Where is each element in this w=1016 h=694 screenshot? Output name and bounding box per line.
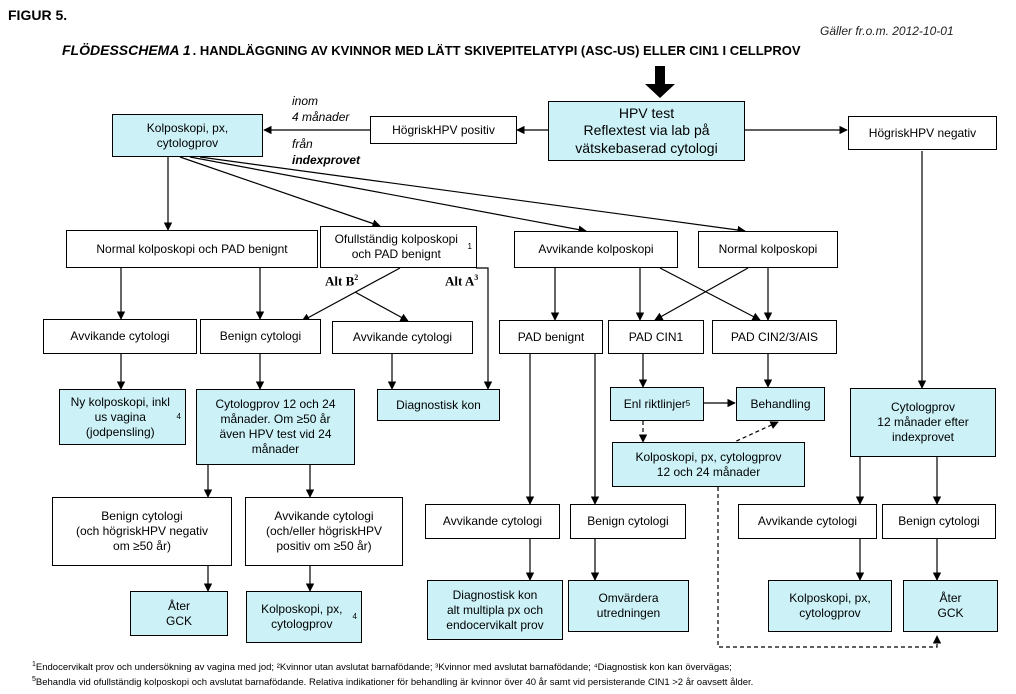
avvikande-kolposkopi-box: Avvikande kolposkopi [514,231,678,268]
omvardera-box: Omvärdera utredningen [568,580,689,632]
ater-gck-box-2: Åter GCK [903,580,998,632]
edge-kolpo-to-ofullstandig [179,156,381,228]
alt-b-text: Alt B [325,273,355,289]
ny-kolposkopi-label: Ny kolposkopi, inkl us vagina (jodpensli… [70,394,170,439]
entry-arrow [645,66,675,98]
note-inom-line2: 4 månader [292,109,350,124]
pad-cin2-box: PAD CIN2/3/AIS [712,320,837,354]
alt-b-label: Alt B2 [325,273,358,289]
figure-label: FIGUR 5. [8,7,68,23]
benign-cytologi-box-1: Benign cytologi [200,319,321,354]
edge-dashed-kolpo12-to-behandling [729,421,779,445]
behandling-box: Behandling [736,387,825,421]
footnote-1-text: Endocervikalt prov och undersökning av v… [35,662,732,674]
enl-riktlinjer-label: Enl riktlinjer [623,396,686,411]
ofullstandig-kolposkopi-box: Ofullständig kolposkopi och PAD benignt 1 [320,226,477,268]
footnote-line-1: 1Endocervikalt prov och undersökning av … [32,661,732,674]
edge-avvikande-kolpo-to-cin2 [659,267,761,321]
kolposkopi-bottom-box-2: Kolposkopi, px, cytologprov [768,580,892,632]
kolposkopi-12-24-box: Kolposkopi, px, cytologprov 12 och 24 må… [612,442,805,487]
footnote-2-sup: 5 [32,676,36,683]
edge-kolpo-to-avvikande-kolpo [189,156,587,234]
ater-gck-box-1: Åter GCK [130,591,228,636]
kolposkopi-bottom-1-label: Kolposkopi, px, cytologprov [261,602,343,631]
cytologprov-12-efter-box: Cytologprov 12 månader efter indexprovet [850,388,996,457]
avvikande-cytologi-box-1: Avvikande cytologi [43,319,197,354]
footnote-1-sup: 1 [32,661,36,668]
hpv-negative-box: HögriskHPV negativ [848,116,997,150]
note-indexprovet: indexprovet [292,152,361,167]
hpv-positive-box: HögriskHPV positiv [370,116,517,144]
edge-dashed-kolpo12-to-ater [717,487,942,648]
hpv-test-box: HPV test Reflextest via lab på vätskebas… [548,101,745,161]
flowchart-title-prefix: FLÖDESSCHEMA 1 [62,42,191,58]
pad-benignt-box: PAD benignt [499,320,603,354]
alt-a-sup: 3 [474,273,479,282]
edge-ofullstandig-alt-a [476,267,493,390]
footnote-2-text: Behandla vid ofullständig kolposkopi och… [35,677,754,689]
avvikande-cytologi-box-3: Avvikande cytologi [425,504,560,539]
note-inom-line1: inom [292,94,319,108]
kolposkopi-top-box: Kolposkopi, px, cytologprov [112,114,263,157]
diagnostisk-kon-box: Diagnostisk kon [377,389,500,421]
pad-cin1-box: PAD CIN1 [608,320,704,354]
alt-a-text: Alt A [445,273,475,289]
normal-kolposkopi-pad-box: Normal kolposkopi och PAD benignt [66,230,318,268]
ny-kolposkopi-box: Ny kolposkopi, inkl us vagina (jodpensli… [59,389,186,445]
edge-normal-kolpo-to-cin1 [654,267,749,321]
alt-a-label: Alt A3 [445,273,478,289]
avvikande-cytologi-hpv-pos-box: Avvikande cytologi (och/eller högriskHPV… [245,497,403,566]
flowchart-title-text: . HANDLÄGGNING AV KVINNOR MED LÄTT SKIVE… [192,43,801,58]
avvikande-cytologi-box-4: Avvikande cytologi [738,504,877,539]
avvikande-cytologi-box-2: Avvikande cytologi [332,321,473,354]
cytologprov-12-24-box: Cytologprov 12 och 24 månader. Om ≥50 år… [196,389,355,465]
benign-cytologi-box-3: Benign cytologi [570,504,686,539]
alt-b-sup: 2 [354,273,359,282]
valid-from-date: Gäller fr.o.m. 2012-10-01 [820,24,954,38]
benign-cytologi-box-4: Benign cytologi [882,504,996,539]
normal-kolposkopi-box: Normal kolposkopi [698,231,838,268]
edge-ofullstandig-alt-b [301,267,401,322]
flowchart-title: FLÖDESSCHEMA 1. HANDLÄGGNING AV KVINNOR … [62,42,801,58]
edge-kolpo-to-normal-kolpo [199,156,746,235]
ofullstandig-label: Ofullständig kolposkopi och PAD benignt [334,232,458,261]
edge-alt-b-avvikande [354,291,409,322]
diagnostisk-kon-multipla-box: Diagnostisk kon alt multipla px och endo… [427,580,563,640]
note-fran-word: från [292,137,313,151]
enl-riktlinjer-sup: 5 [685,399,691,408]
ny-kolposkopi-sup: 4 [176,412,181,421]
footnote-line-2: 5Behandla vid ofullständig kolposkopi oc… [32,676,753,689]
benign-cytologi-hpv-neg-box: Benign cytologi (och högriskHPV negativ … [52,497,232,566]
kolposkopi-bottom-box-1: Kolposkopi, px, cytologprov 4 [246,591,362,643]
ofullstandig-sup: 1 [467,242,472,251]
kolposkopi-bottom-1-sup: 4 [352,612,357,621]
